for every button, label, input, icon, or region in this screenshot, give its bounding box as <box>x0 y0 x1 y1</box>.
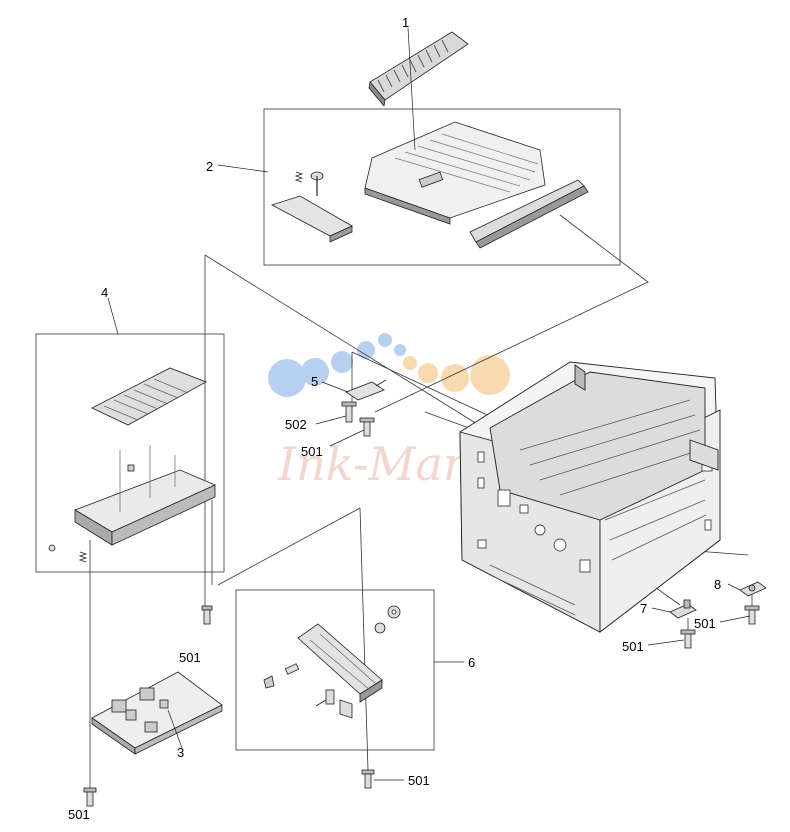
part-4-paper-guide <box>48 367 216 563</box>
callout-6: 6 <box>468 655 475 670</box>
callout-501: 501 <box>179 650 201 665</box>
watermark-dot <box>394 344 406 356</box>
leader-2 <box>217 164 269 173</box>
callout-2: 2 <box>206 159 213 174</box>
leader-3 <box>167 709 183 749</box>
assembly-line <box>204 254 491 433</box>
part-7-bracket <box>669 599 697 649</box>
part-2-top-cover <box>270 121 589 249</box>
watermark-dot <box>418 363 438 383</box>
leader-1 <box>407 27 416 151</box>
callout-3: 3 <box>177 745 184 760</box>
screw-502 <box>345 403 353 423</box>
watermark-dot <box>301 358 329 386</box>
leader-8 <box>727 583 741 591</box>
assembly-line <box>217 507 361 586</box>
callout-1: 1 <box>402 15 409 30</box>
leader-lines <box>107 27 751 781</box>
callout-7: 7 <box>640 601 647 616</box>
assembly-line <box>359 507 369 771</box>
part-3-formatter-tray <box>91 671 223 755</box>
assembly-line <box>374 214 649 413</box>
screw-501 <box>201 605 213 625</box>
part-1-output-bin <box>368 31 469 107</box>
callout-501: 501 <box>694 616 716 631</box>
assembly-lines <box>89 214 753 788</box>
leader-501 <box>719 615 751 623</box>
screw-501 <box>361 769 375 789</box>
callout-501: 501 <box>68 807 90 822</box>
part-6-assembly <box>263 605 401 719</box>
callout-501: 501 <box>622 639 644 654</box>
leader-7 <box>651 607 671 613</box>
callout-502: 502 <box>285 417 307 432</box>
loose-screws <box>83 605 375 807</box>
callout-5: 5 <box>311 374 318 389</box>
callout-4: 4 <box>101 285 108 300</box>
leader-501 <box>329 429 365 447</box>
watermark-dot <box>268 359 306 397</box>
part-8-bracket <box>739 581 767 625</box>
callout-8: 8 <box>714 577 721 592</box>
watermark-dot <box>403 356 417 370</box>
group-box-4 <box>35 333 225 573</box>
watermark-dot <box>441 364 469 392</box>
leader-502 <box>315 415 347 425</box>
watermark-dot <box>331 351 353 373</box>
callout-labels: 1 2 4 5 502 501 501 6 3 501 501 7 8 501 … <box>68 15 721 822</box>
screw-501 <box>684 631 692 649</box>
printer-chassis <box>459 361 721 633</box>
leader-501 <box>647 639 685 646</box>
assembly-line <box>351 351 499 421</box>
leader-4 <box>107 297 119 335</box>
part-5-bracket <box>341 379 387 437</box>
callout-501: 501 <box>408 773 430 788</box>
screw-501 <box>83 787 97 807</box>
leader-5 <box>321 381 349 393</box>
group-box-2 <box>263 108 621 266</box>
group-boxes <box>35 108 621 751</box>
gear <box>374 622 386 634</box>
watermark-dot <box>357 341 375 359</box>
callout-501: 501 <box>301 444 323 459</box>
watermark-dot <box>378 333 392 347</box>
watermark-dot <box>470 355 510 395</box>
group-box-6 <box>235 589 435 751</box>
